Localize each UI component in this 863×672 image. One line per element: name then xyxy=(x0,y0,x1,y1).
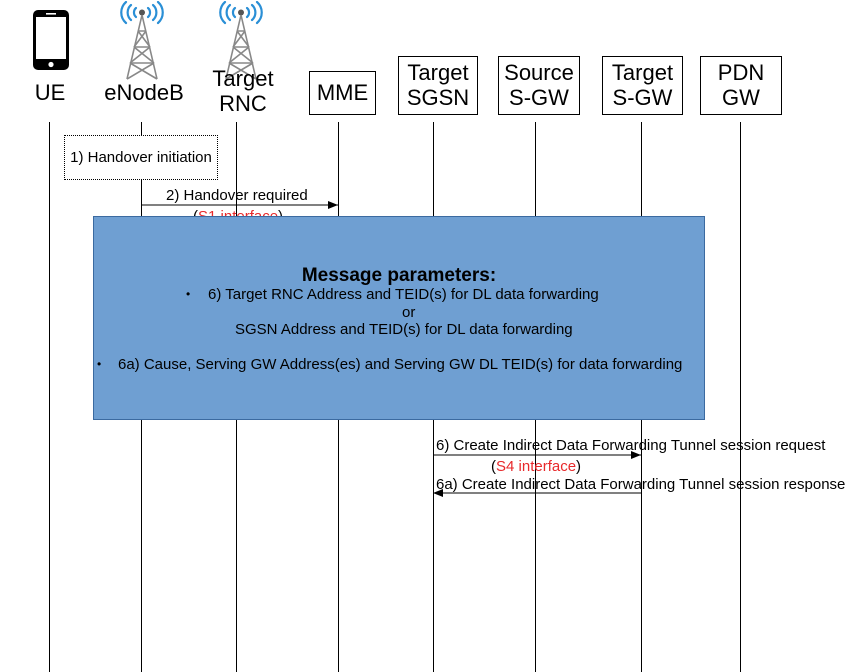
params-line-2: SGSN Address and TEID(s) for DL data for… xyxy=(235,321,573,338)
msg-create-tunnel-response-label: 6a) Create Indirect Data Forwarding Tunn… xyxy=(436,476,846,493)
paren-open: ( xyxy=(491,458,496,475)
actor-source-sgw-box: Source S-GW xyxy=(498,56,580,115)
bullet-1: • xyxy=(186,287,191,301)
params-line-or: or xyxy=(402,304,416,321)
actor-ue-label: UE xyxy=(34,80,66,105)
s4-interface-label: S4 interface xyxy=(496,458,577,475)
actor-enodeb-label: eNodeB xyxy=(104,80,184,105)
smartphone-icon xyxy=(33,10,69,70)
cell-tower-icon xyxy=(219,1,263,80)
lifeline-pdn-gw xyxy=(740,122,741,672)
params-line-3: 6a) Cause, Serving GW Address(es) and Se… xyxy=(118,356,683,373)
actor-target-rnc-label: Target RNC xyxy=(212,66,274,116)
params-line-1: 6) Target RNC Address and TEID(s) for DL… xyxy=(208,286,599,303)
message-parameters-box: Message parameters: • 6) Target RNC Addr… xyxy=(93,216,705,420)
actor-mme-box: MME xyxy=(309,71,376,115)
handover-initiation-text: 1) Handover initiation xyxy=(70,149,212,166)
msg-handover-required-label: 2) Handover required xyxy=(166,187,308,204)
actor-target-sgsn-box: Target SGSN xyxy=(398,56,478,115)
params-title: Message parameters: xyxy=(301,265,497,286)
actor-pdn-gw-box: PDN GW xyxy=(700,56,782,115)
msg-create-tunnel-request-label: 6) Create Indirect Data Forwarding Tunne… xyxy=(436,437,826,454)
bullet-2: • xyxy=(97,357,102,371)
handover-initiation-note: 1) Handover initiation xyxy=(64,135,218,180)
lifeline-ue xyxy=(49,122,50,672)
msg-create-tunnel-request-interface: (S4 interface) xyxy=(491,458,581,475)
actor-target-sgw-box: Target S-GW xyxy=(602,56,683,115)
paren-close: ) xyxy=(576,458,582,475)
cell-tower-icon xyxy=(120,1,164,80)
